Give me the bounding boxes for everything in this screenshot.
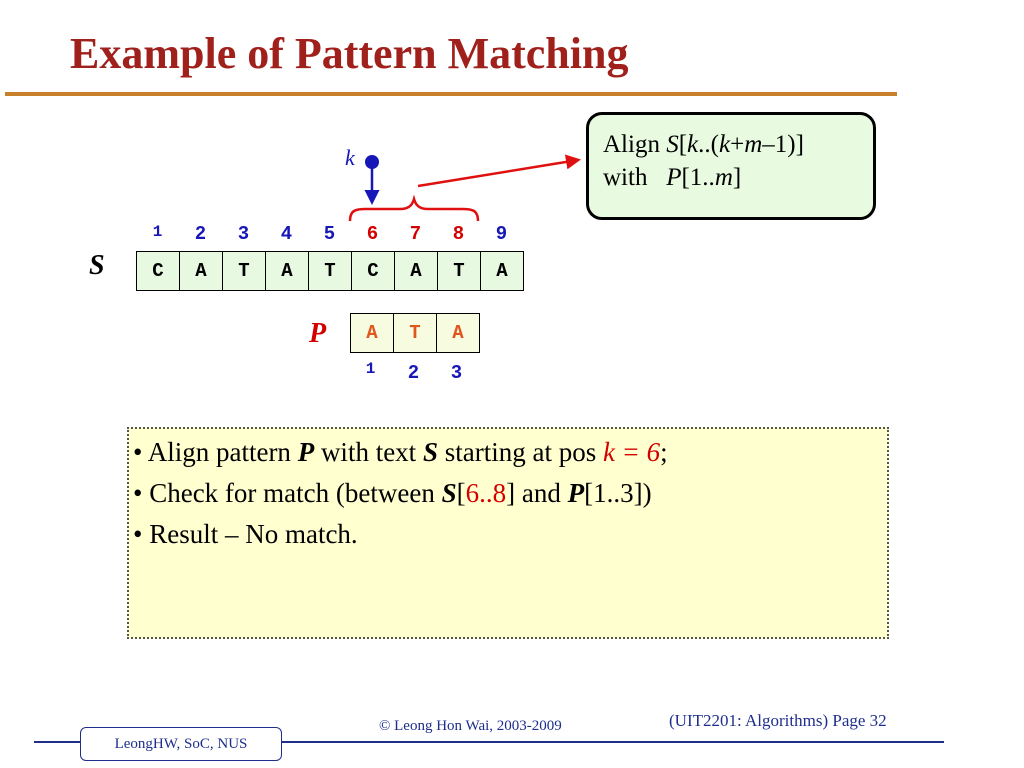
text-cell: T — [222, 251, 266, 291]
callout-word: with — [603, 163, 648, 191]
text-index: 4 — [280, 223, 293, 245]
callout-bracket: ] — [732, 163, 742, 191]
note-s: S — [422, 437, 438, 467]
callout-range: ..( — [698, 131, 719, 158]
text-cell: A — [480, 251, 524, 291]
bullet: • — [133, 478, 143, 508]
pattern-index: 3 — [450, 362, 463, 384]
text-index-highlighted: 7 — [409, 223, 422, 245]
footer-copyright: © Leong Hon Wai, 2003-2009 — [379, 718, 562, 734]
text-cell: A — [179, 251, 223, 291]
note-text: Result – No match. — [149, 519, 358, 549]
callout-m: m — [744, 131, 763, 158]
text-index: 5 — [323, 223, 336, 245]
pattern-cell: T — [393, 313, 437, 353]
window-brace — [348, 194, 480, 222]
title-underline — [5, 92, 897, 96]
note-range: 6..8 — [465, 478, 507, 508]
text-cell: C — [136, 251, 180, 291]
callout-tail: –1)] — [762, 131, 804, 158]
text-index: 9 — [495, 223, 508, 245]
callout-m: m — [714, 163, 733, 191]
pointer-k-dot — [365, 155, 379, 169]
pattern-index: 2 — [407, 362, 420, 384]
alignment-callout: Align S[k..(k+m–1)] with P[1..m] — [586, 112, 876, 220]
note-s: S — [441, 478, 457, 508]
pattern-cell: A — [350, 313, 394, 353]
pattern-cell: A — [436, 313, 480, 353]
alignment-arrow — [417, 154, 581, 188]
pattern-p-label: P — [309, 318, 327, 349]
text-cell: T — [308, 251, 352, 291]
text-cell: C — [351, 251, 395, 291]
callout-s: S — [666, 131, 679, 158]
callout-word: Align — [603, 131, 660, 158]
callout-p: P — [666, 163, 682, 191]
footer-author-tab: LeongHW, SoC, NUS — [80, 727, 282, 761]
note-line-2: • Check for match (between S[6..8] and P… — [133, 478, 887, 519]
note-text: Check for match (between — [149, 478, 435, 508]
text-index-highlighted: 6 — [366, 223, 379, 245]
note-text: [ — [456, 478, 466, 508]
callout-bracket: [ — [678, 131, 688, 158]
note-k-value: k = 6 — [602, 437, 661, 467]
pointer-k-label: k — [345, 145, 355, 170]
note-text: ; — [660, 437, 668, 467]
bullet: • — [133, 519, 143, 549]
text-s-label: S — [89, 250, 105, 281]
slide-title: Example of Pattern Matching — [70, 29, 629, 78]
note-text: Align pattern — [147, 437, 291, 467]
explanation-box: • Align pattern P with text S starting a… — [127, 427, 889, 639]
callout-line-1: Align S[k..(k+m–1)] — [603, 129, 873, 162]
note-text: ] and — [506, 478, 561, 508]
note-p: P — [567, 478, 585, 508]
note-text: [1..3]) — [584, 478, 652, 508]
text-cell: A — [394, 251, 438, 291]
bullet: • — [133, 437, 143, 467]
callout-k: k — [718, 131, 731, 158]
text-s-array: C A T A T C A T A — [136, 251, 524, 291]
footer-rule — [34, 741, 944, 743]
text-cell: A — [265, 251, 309, 291]
text-index: 3 — [237, 223, 250, 245]
callout-line-2: with P[1..m] — [603, 162, 873, 195]
pattern-p-array: A T A — [350, 313, 480, 353]
note-text: with text — [320, 437, 417, 467]
footer-page-ref: (UIT2201: Algorithms) Page 32 — [669, 711, 887, 730]
pattern-index: 1 — [365, 360, 376, 378]
text-cell: T — [437, 251, 481, 291]
text-index: 2 — [194, 223, 207, 245]
note-text: starting at pos — [444, 437, 597, 467]
callout-plus: + — [730, 131, 745, 158]
callout-range: [1.. — [681, 163, 715, 191]
note-p: P — [297, 437, 315, 467]
callout-k: k — [687, 131, 699, 158]
note-line-3: • Result – No match. — [133, 519, 887, 560]
text-index-highlighted: 8 — [452, 223, 465, 245]
note-line-1: • Align pattern P with text S starting a… — [133, 437, 887, 478]
text-index: 1 — [152, 223, 163, 241]
